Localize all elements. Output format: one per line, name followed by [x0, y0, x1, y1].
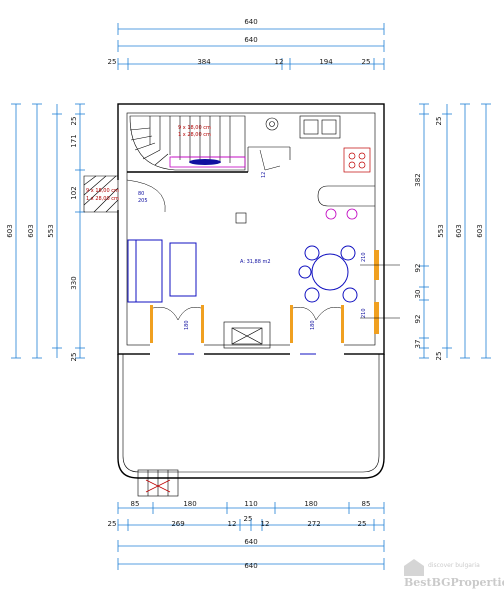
walls [113, 103, 385, 360]
right-outer-2-label: 603 [476, 224, 484, 237]
right-part-4: 30 [414, 290, 422, 299]
bottom-row2-1: 25 [108, 520, 117, 528]
bottom-row1-4: 180 [304, 500, 317, 508]
right-dimension-lines: 25 382 92 30 92 37 25 553 603 603 [414, 103, 491, 361]
watermark-line-1: discover bulgaria [428, 562, 480, 569]
left-part-4: 330 [70, 276, 78, 289]
top-part-5: 25 [362, 58, 371, 66]
left-part-1: 25 [70, 117, 78, 126]
left-part-2: 171 [70, 134, 78, 147]
watermark-line-2: BestBGProperties [404, 576, 504, 589]
bottom-dimension-lines: 85 180 110 180 85 25 25 269 12 12 272 25… [108, 500, 385, 570]
top-total-2-label: 640 [244, 36, 257, 44]
fireplace [223, 321, 271, 349]
right-outer-1-label: 603 [455, 224, 463, 237]
terrace [117, 354, 385, 497]
bottom-row2-2: 269 [171, 520, 184, 528]
left-553-label: 553 [47, 224, 55, 237]
top-part-1: 25 [108, 58, 117, 66]
bottom-row1-1: 85 [131, 500, 140, 508]
bottom-total-2-label: 640 [244, 562, 257, 570]
stair-note-1: 9 x 18,00 cm [178, 125, 211, 131]
top-part-2: 384 [197, 58, 211, 66]
top-dimension-lines: 640 640 25 384 12 194 25 [108, 18, 385, 70]
kitchen: 12 [259, 115, 375, 220]
stair-note-2: 1 x 28,00 cm [178, 132, 211, 138]
right-part-2: 382 [414, 173, 422, 186]
right-part-5: 92 [414, 315, 422, 324]
watermark-logo: discover bulgaria BestBGProperties [404, 559, 504, 589]
door-label-2: 180 [310, 320, 316, 330]
kitchen-label: 12 [261, 172, 267, 178]
dining-area [298, 245, 358, 303]
left-outer-2-label: 603 [27, 224, 35, 237]
opening-label-1: 80 [138, 191, 144, 197]
left-dimension-lines: 603 603 553 25 171 102 330 25 [6, 103, 85, 362]
bottom-row1-2: 180 [183, 500, 196, 508]
right-part-1: 25 [435, 117, 443, 126]
right-part-6: 37 [414, 340, 422, 349]
right-part-3: 92 [414, 264, 422, 273]
landing-note-1: 9 x 18,00 cm [86, 188, 119, 194]
left-part-5: 25 [70, 353, 78, 362]
bottom-total-1-label: 640 [244, 538, 257, 546]
sill-label-1: 210 [361, 252, 367, 262]
door-label-1: 180 [184, 320, 190, 330]
bottom-row2-5: 272 [307, 520, 320, 528]
bottom-row1-3: 110 [244, 500, 257, 508]
sill-label-2: 210 [361, 308, 367, 318]
stair-landing: 9 x 18,00 cm 1 x 28,00 cm 80 205 [83, 175, 166, 213]
bottom-row2-6: 25 [358, 520, 367, 528]
right-553-label: 553 [437, 224, 445, 237]
living-room: A: 31,88 m2 [127, 212, 271, 303]
left-part-3: 102 [70, 186, 78, 199]
bottom-row2-4: 12 [261, 520, 270, 528]
landing-note-2: 1 x 28,00 cm [86, 196, 119, 202]
opening-label-2: 205 [138, 198, 148, 204]
bottom-row1-5: 85 [362, 500, 371, 508]
bottom-mid-label: 25 [244, 515, 253, 523]
staircase: 9 x 18,00 cm 1 x 28,00 cm [129, 115, 279, 171]
bottom-row2-3: 12 [228, 520, 237, 528]
bottom-doors: 180 180 [150, 305, 344, 355]
area-label: A: 31,88 m2 [240, 259, 271, 265]
left-outer-1-label: 603 [6, 224, 14, 237]
top-part-4: 194 [319, 58, 333, 66]
top-part-3: 12 [275, 58, 284, 66]
top-total-1-label: 640 [244, 18, 257, 26]
right-windows: 210 210 [360, 250, 400, 334]
right-part-7: 25 [435, 352, 443, 361]
